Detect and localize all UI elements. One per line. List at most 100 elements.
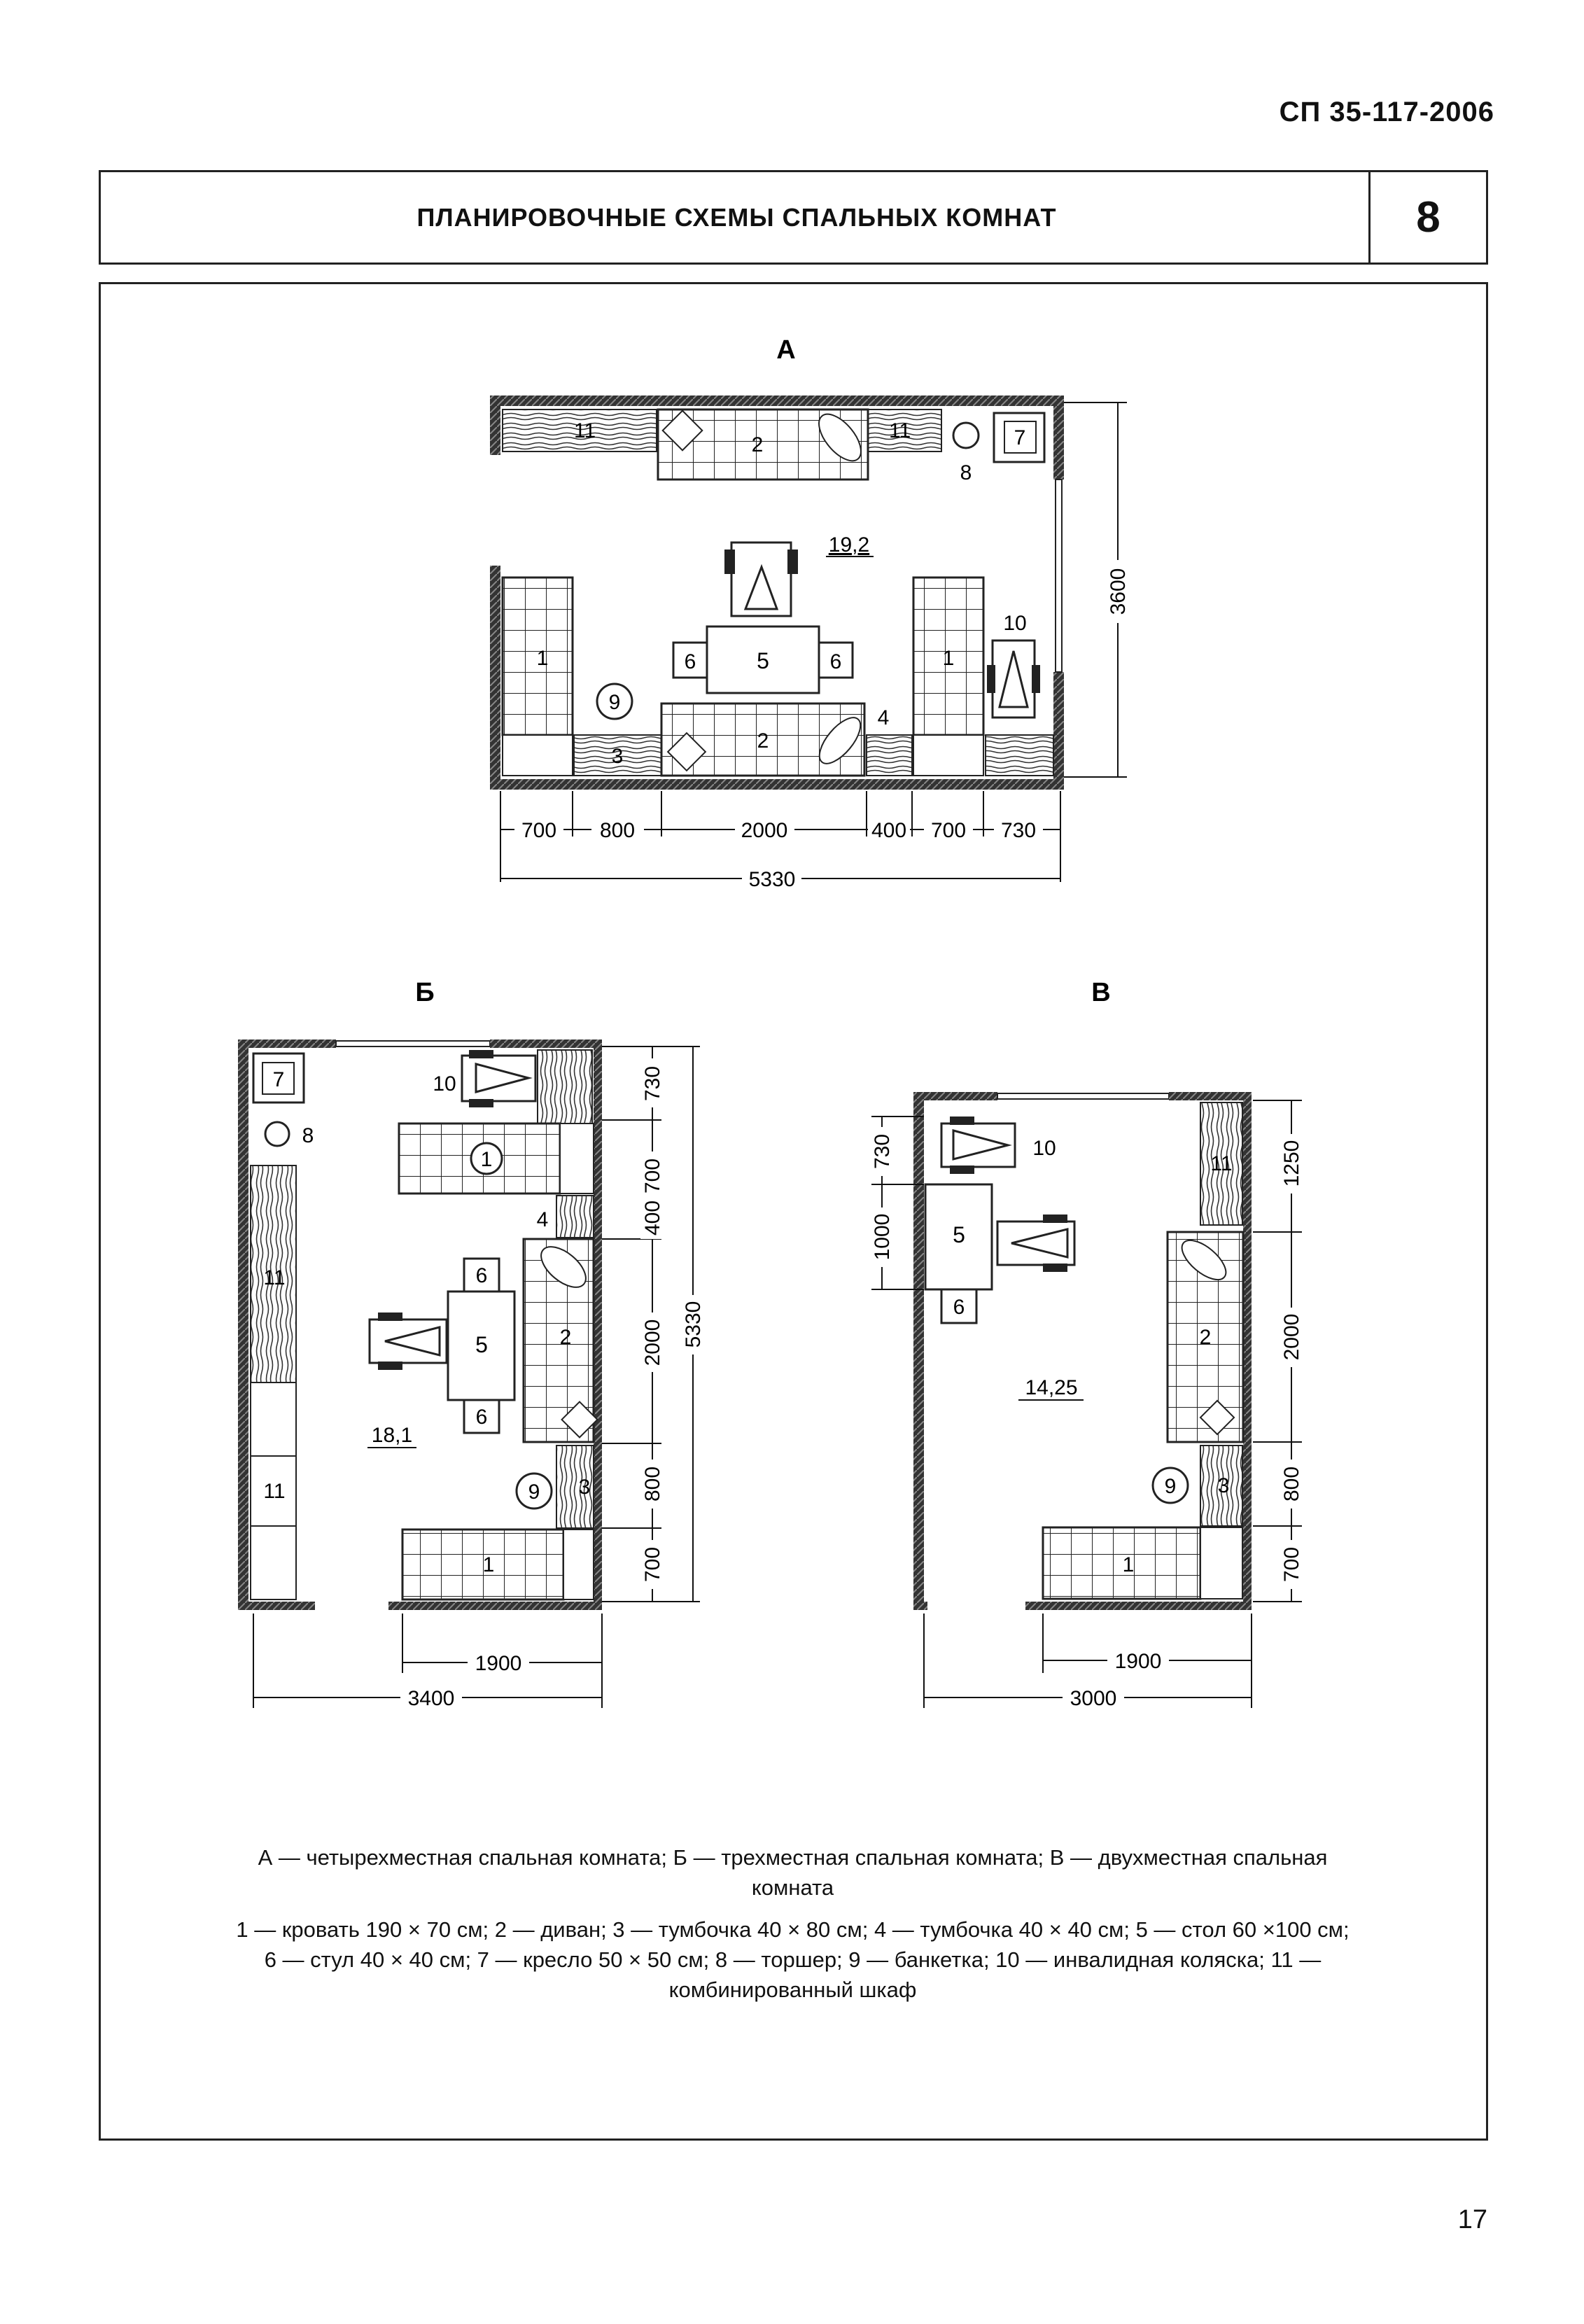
wheelchair-icon (987, 639, 1040, 719)
wardrobe (1200, 1102, 1243, 1226)
wardrobe (250, 1382, 297, 1600)
dim-label: 2000 (741, 819, 788, 842)
area-label: 19,2 (829, 533, 869, 556)
chair (672, 641, 708, 679)
wheelchair-icon (940, 1116, 1016, 1174)
bed (501, 576, 574, 736)
wall (594, 1040, 602, 1610)
nightstand (1200, 1445, 1243, 1527)
label-10: 10 (1032, 1137, 1056, 1160)
chair (940, 1288, 978, 1324)
wall (490, 779, 1064, 790)
caption-rooms: А — четырехместная спальная комната; Б —… (258, 1845, 1328, 1900)
wall (490, 566, 500, 790)
wardrobe (985, 734, 1054, 776)
plan-a: А 11 11 2 8 7 19,2 (490, 335, 1130, 891)
bed-end (563, 1529, 594, 1600)
dim-label: 1250 (1280, 1140, 1303, 1187)
wall (1025, 1602, 1252, 1610)
chair (463, 1399, 500, 1434)
dim-total: 5330 (749, 868, 796, 891)
label-2: 2 (560, 1326, 572, 1349)
dim-label: 800 (600, 819, 635, 842)
dim-label: 2000 (641, 1320, 664, 1366)
cushion (818, 717, 862, 764)
page-number: 17 (1457, 2205, 1487, 2234)
label-3: 3 (579, 1476, 591, 1499)
label-6: 6 (830, 650, 842, 673)
label-6: 6 (476, 1264, 488, 1287)
wall (913, 1092, 997, 1100)
bed-end (502, 734, 573, 776)
label-4: 4 (537, 1208, 549, 1231)
dim-label: 700 (641, 1158, 664, 1194)
cushion (666, 732, 707, 772)
label-6: 6 (476, 1406, 488, 1429)
label-5: 5 (475, 1332, 488, 1357)
label-1: 1 (483, 1553, 495, 1576)
wall (490, 396, 500, 455)
plan-a-label: А (776, 335, 795, 365)
label-9: 9 (528, 1480, 540, 1504)
floor-lamp (952, 421, 980, 449)
area-label: 18,1 (372, 1424, 412, 1447)
label-11: 11 (574, 419, 596, 442)
page-title: ПЛАНИРОВОЧНЫЕ СХЕМЫ СПАЛЬНЫХ КОМНАТ (416, 202, 1057, 232)
header-box: ПЛАНИРОВОЧНЫЕ СХЕМЫ СПАЛЬНЫХ КОМНАТ 8 (99, 170, 1488, 265)
bed (912, 576, 985, 736)
bed-end (1200, 1527, 1243, 1600)
dim-total: 3400 (408, 1687, 455, 1710)
ottoman (596, 682, 633, 720)
wardrobe (250, 1165, 297, 1383)
label-11: 11 (889, 419, 911, 442)
wall (1169, 1092, 1252, 1100)
dim-label: 400 (641, 1200, 664, 1236)
dim-bed: 1900 (475, 1652, 522, 1675)
plan-v-label: В (1091, 978, 1110, 1007)
label-1: 1 (943, 647, 955, 670)
wheelchair-icon (461, 1050, 537, 1107)
wall (1053, 672, 1064, 790)
cushion (561, 1401, 598, 1438)
bed-end (559, 1123, 594, 1194)
label-11: 11 (1210, 1152, 1232, 1175)
ottoman (515, 1472, 553, 1510)
wardrobe (537, 1049, 593, 1124)
label-2: 2 (752, 433, 764, 456)
document-code: СП 35-117-2006 (1279, 97, 1494, 127)
dim-label: 700 (521, 819, 556, 842)
label-6: 6 (685, 650, 696, 673)
label-6: 6 (953, 1296, 965, 1319)
caption-legend: 1 — кровать 190 × 70 см; 2 — диван; 3 — … (236, 1917, 1350, 2002)
sheet-number: 8 (1368, 172, 1486, 262)
wheelchair-icon (368, 1312, 448, 1370)
label-10: 10 (433, 1072, 456, 1096)
wall (238, 1602, 315, 1610)
label-7: 7 (1014, 426, 1026, 449)
label-5: 5 (953, 1222, 965, 1247)
ottoman (1151, 1466, 1189, 1504)
nightstand (556, 1445, 594, 1529)
label-2: 2 (757, 729, 769, 752)
dim-label: 730 (1001, 819, 1036, 842)
label-circle (470, 1142, 503, 1175)
wall (238, 1040, 248, 1610)
chair (463, 1257, 500, 1293)
wardrobe (502, 409, 657, 452)
table (924, 1183, 993, 1291)
dim-total-vertical: 5330 (682, 1301, 705, 1348)
wall (1243, 1092, 1252, 1610)
label-5: 5 (757, 648, 769, 673)
label-4: 4 (878, 706, 890, 729)
plan-v: В 10 11 5 6 (870, 978, 1303, 1710)
wheelchair-icon (724, 541, 798, 617)
wall (913, 1602, 927, 1610)
plan-b: Б 7 8 11 11 10 1 (238, 978, 705, 1710)
cushion (1199, 1399, 1235, 1436)
cushion (1181, 1239, 1227, 1281)
main-frame (99, 282, 1488, 2141)
cushion (540, 1246, 587, 1288)
wall (238, 1040, 336, 1048)
wall (490, 396, 1064, 406)
table (706, 625, 820, 694)
